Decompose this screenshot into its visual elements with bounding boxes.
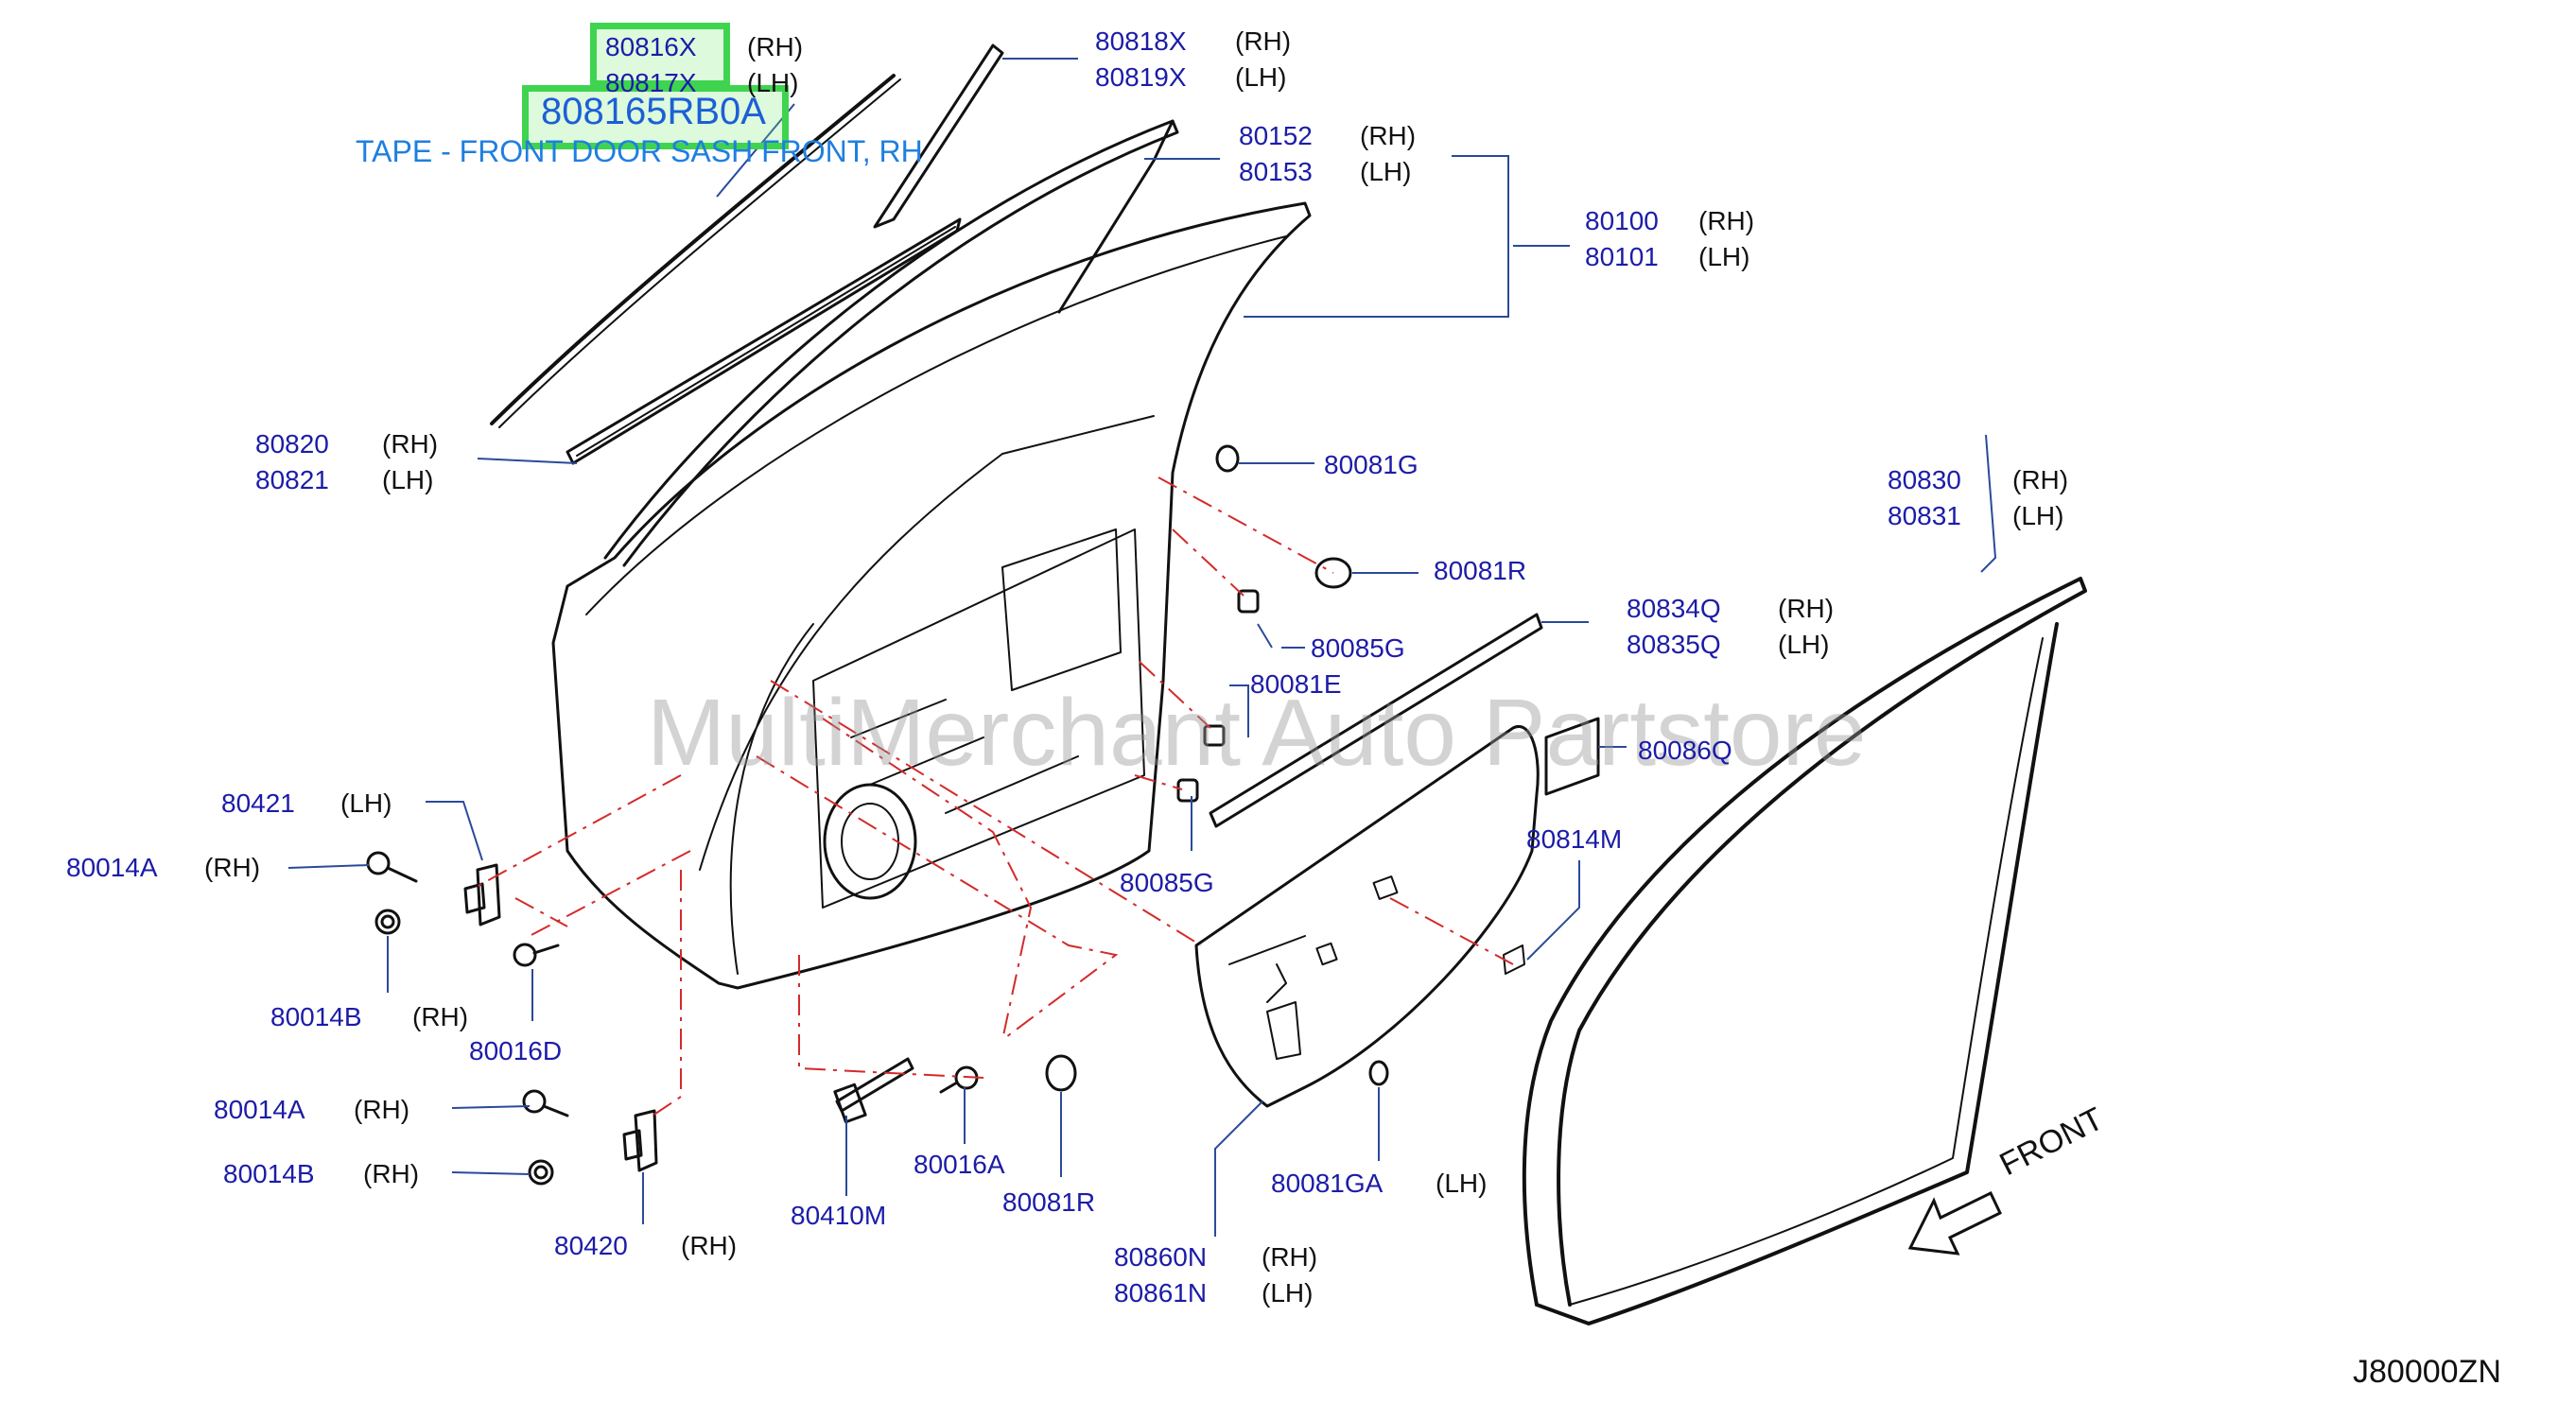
callout-side-c80818: (RH) [1235,26,1292,56]
callout-number-c80831[interactable]: 80831 [1888,501,1961,530]
highlight-box-catalog-number[interactable] [522,85,789,149]
callout-side-c80152: (RH) [1360,121,1417,150]
diagram-reference: J80000ZN [2353,1354,2501,1390]
callout-number-c80816[interactable]: 80816X [605,32,697,61]
callout-side-c80014A_top: (RH) [204,853,261,882]
callout-number-c80152[interactable]: 80152 [1239,121,1313,150]
alignment-guides [472,476,1514,1117]
callout-side-c80830: (RH) [2012,465,2069,494]
clip-80081e [1203,724,1226,747]
door-check-part [833,1057,914,1124]
callout-number-c80834Q[interactable]: 80834Q [1627,594,1721,623]
callout-side-c80821: (LH) [382,465,434,494]
plug-80081r-top [1314,557,1352,589]
callout-side-c80820: (RH) [382,429,439,459]
callout-side-c80816: (RH) [747,32,804,61]
callout-number-c80014A_bot[interactable]: 80014A [214,1095,305,1124]
callout-number-c80861N[interactable]: 80861N [1114,1278,1208,1308]
callout-side-c80420: (RH) [681,1231,738,1260]
upper-hinge-part [463,863,501,927]
callout-number-c80814M[interactable]: 80814M [1526,824,1623,854]
callout-number-c80860N[interactable]: 80860N [1114,1242,1208,1272]
callout-number-c80821[interactable]: 80821 [255,465,329,494]
door-trim-panel-part [1194,724,1540,1108]
catalog-part-number[interactable]: 808165RB0A [541,91,766,132]
callout-side-c80819: (LH) [1235,62,1287,92]
callout-number-c80081R_top[interactable]: 80081R [1434,556,1527,585]
belt-moulding-part [1209,613,1543,828]
callout-side-c80835Q: (LH) [1778,630,1830,659]
door-weatherstrip-part [1522,577,2087,1307]
callout-number-c80016A[interactable]: 80016A [914,1150,1005,1179]
callout-number-c80014B_top[interactable]: 80014B [270,1002,362,1031]
callout-number-c80421[interactable]: 80421 [221,788,295,818]
part-description: TAPE - FRONT DOOR SASH FRONT, RH [356,134,923,168]
callout-number-c80014A_top[interactable]: 80014A [66,853,158,882]
glass-run-part [603,119,1179,567]
callout-side-c80421: (LH) [340,788,392,818]
callout-number-c80100[interactable]: 80100 [1585,206,1659,235]
callout-number-c80835Q[interactable]: 80835Q [1627,630,1721,659]
leader-lines [287,58,1997,1237]
callout-side-c80153: (LH) [1360,157,1412,186]
callout-side-c80100: (RH) [1698,206,1755,235]
callout-side-c80081GA: (LH) [1436,1169,1488,1198]
watermark: MultiMerchant Auto Partstore [647,680,1867,786]
callout-number-c80819[interactable]: 80819X [1095,62,1187,92]
sash-tape-part [490,74,896,425]
callout-side-c80014A_bot: (RH) [354,1095,410,1124]
callout-number-c80016D[interactable]: 80016D [469,1036,563,1065]
callout-side-c80014B_top: (RH) [412,1002,469,1031]
callout-number-c80081R_bot[interactable]: 80081R [1002,1187,1096,1217]
callout-number-c80085G_top[interactable]: 80085G [1311,633,1405,663]
callout-side-c80831: (LH) [2012,501,2064,530]
front-arrow-icon [1907,1190,2002,1256]
callout-number-c80818[interactable]: 80818X [1095,26,1187,56]
door-panel-part [551,201,1312,990]
callout-number-c80153[interactable]: 80153 [1239,157,1313,186]
callout-number-c80081E[interactable]: 80081E [1250,669,1342,699]
callout-side-c80834Q: (RH) [1778,594,1835,623]
callout-number-c80014B_bot[interactable]: 80014B [223,1159,315,1188]
callout-side-c80860N: (RH) [1262,1242,1318,1272]
bumper-80085g-top [1237,589,1260,614]
callout-side-c80817: (LH) [747,68,799,97]
callout-number-c80830[interactable]: 80830 [1888,465,1961,494]
callout-number-c80410M[interactable]: 80410M [791,1201,887,1230]
patch-part [1544,717,1600,796]
highlight-box-part-number[interactable] [590,23,730,87]
callout-number-c80420[interactable]: 80420 [554,1231,628,1260]
callout-number-c80086Q[interactable]: 80086Q [1638,736,1732,765]
sash-trim-triangle-part [873,43,1004,229]
callout-side-c80014B_bot: (RH) [363,1159,420,1188]
pad-part [1503,944,1525,975]
bumper-80085g-bot [1176,778,1199,803]
callout-number-c80081GA[interactable]: 80081GA [1271,1169,1384,1198]
bolts [366,851,979,1186]
plug-80081r-bot [1045,1054,1077,1092]
callout-number-c80820[interactable]: 80820 [255,429,329,459]
grommet-80081g [1215,444,1240,473]
lower-hinge-part [622,1109,658,1172]
callout-number-c80081G[interactable]: 80081G [1324,450,1419,479]
callout-side-c80861N: (LH) [1262,1278,1314,1308]
callout-number-c80085G_bot[interactable]: 80085G [1120,868,1214,897]
callout-side-c80101: (LH) [1698,242,1750,271]
callout-number-c80817[interactable]: 80817X [605,68,697,97]
grommet-80081ga [1368,1060,1389,1086]
callout-number-c80101[interactable]: 80101 [1585,242,1659,271]
